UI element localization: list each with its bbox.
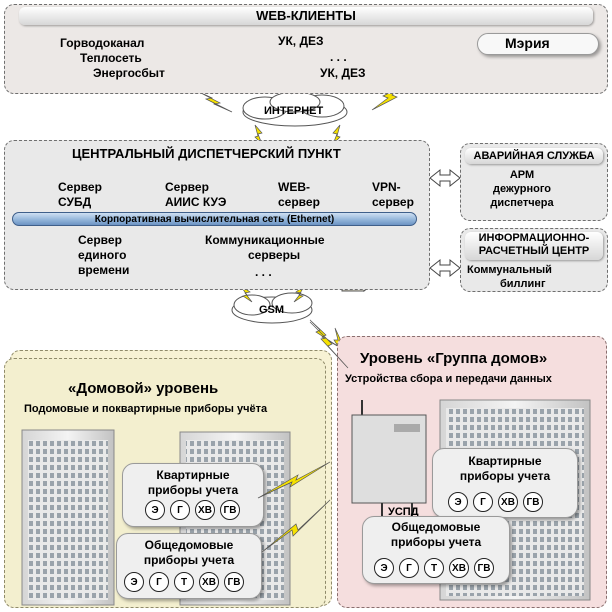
gsm-label: GSM [259,304,285,316]
client-label: УК, ДЕЗ [278,34,324,48]
internet-label: ИНТЕРНЕТ [264,105,324,117]
group-common-meters-label: Общедомовые [391,520,481,534]
meter-badge: ХВ [449,558,469,578]
info-center-sub: биллинг [500,278,546,290]
ethernet-bus: Корпоративная вычислительная сеть (Ether… [12,212,417,226]
uspd-cabinet [351,400,440,519]
gsm-cloud [231,292,313,324]
info-center-title-line: ИНФОРМАЦИОННО- [478,232,590,244]
info-center-title-line: РАСЧЕТНЫЙ ЦЕНТР [478,245,590,257]
comm-servers-label: серверы [248,248,301,262]
meter-badge: ГВ [224,572,244,592]
time-server-label: Сервер [78,233,122,247]
group-apt-meters-label: приборы учета [459,469,551,483]
emergency-sub: дежурного [493,183,551,195]
meter-badge: Г [170,500,190,520]
apt-meters-label: приборы учета [147,483,239,497]
server-label: АИИС КУЭ [165,195,227,209]
server-label: сервер [278,195,320,209]
meter-badge: ХВ [199,572,219,592]
common-meters-label: приборы учета [143,553,235,567]
central-title: ЦЕНТРАЛЬНЫЙ ДИСПЕТЧЕРСКИЙ ПУНКТ [72,146,341,161]
web-clients-title: WEB-КЛИЕНТЫ [19,7,593,25]
meter-badge: ГВ [523,492,543,512]
server-label: Сервер [165,180,209,194]
meter-badge: ГВ [474,558,494,578]
common-meters-label: Общедомовые [144,538,234,552]
building-icon [21,429,115,606]
client-label: Горводоканал [60,36,145,50]
meter-badge: Э [448,492,468,512]
meter-badge: Г [149,572,169,592]
meter-badge: Г [399,558,419,578]
comm-servers-label: Коммуникационные [205,233,325,247]
meter-badge: Э [124,572,144,592]
meter-badge: Т [174,572,194,592]
server-label: Сервер [58,180,102,194]
internet-cloud [242,91,348,127]
house-level-title: «Домовой» уровень [68,380,219,397]
time-server-label: единого [78,248,127,262]
house-level-subtitle: Подомовые и поквартирные приборы учёта [24,403,268,415]
group-common-meters-label: приборы учета [390,535,482,549]
group-level-subtitle: Устройства сбора и передачи данных [345,373,552,385]
group-apt-meters-label: Квартирные [468,454,542,468]
client-box-meriya [477,33,599,55]
info-center-sub: Коммунальный [467,264,552,276]
server-label: СУБД [58,195,92,209]
meter-badge: Э [145,500,165,520]
client-label: . . . [330,50,347,64]
meter-badge: ХВ [498,492,518,512]
server-label: WEB- [278,180,310,194]
emergency-sub: диспетчера [490,197,554,209]
meter-badge: ГВ [220,500,240,520]
comm-servers-dots: . . . [255,265,272,279]
meter-badge: ХВ [195,500,215,520]
apt-meters-label: Квартирные [156,468,230,482]
client-label: Мэрия [505,35,550,51]
group-level-title: Уровень «Группа домов» [360,350,548,367]
apt-meters-box [122,463,264,527]
client-label: УК, ДЕЗ [320,66,366,80]
info-center-title: ИНФОРМАЦИОННО- РАСЧЕТНЫЙ ЦЕНТР [465,232,603,260]
meter-badge: Т [424,558,444,578]
meter-badge: Г [473,492,493,512]
emergency-sub: АРМ [509,169,535,181]
time-server-label: времени [78,263,130,277]
client-label: Теплосеть [80,51,142,65]
uspd-label: УСПД [388,506,419,518]
client-label: Энергосбыт [93,66,165,80]
server-label: VPN- [372,180,401,194]
meter-badge: Э [374,558,394,578]
emergency-title: АВАРИЙНАЯ СЛУЖБА [465,148,603,164]
server-label: сервер [372,195,414,209]
